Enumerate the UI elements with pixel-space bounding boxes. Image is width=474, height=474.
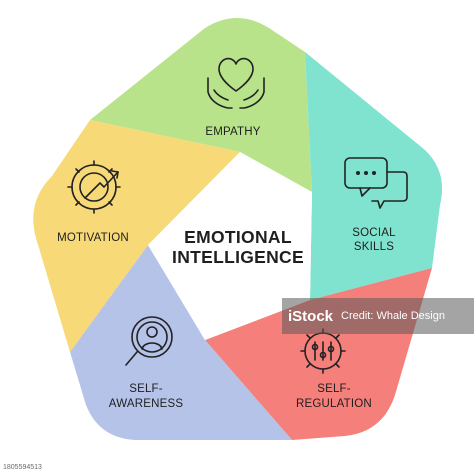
segment-motivation — [33, 120, 240, 352]
chat-bubbles-icon — [344, 157, 408, 209]
center-title-line-2: INTELLIGENCE — [172, 247, 304, 267]
segment-label-social-skills-line-1: SOCIAL — [352, 227, 396, 239]
gear-arrow-icon — [67, 160, 121, 214]
segment-label-self-awareness-line-1: SELF- — [129, 383, 163, 395]
center-title-line-1: EMOTIONAL — [184, 227, 292, 247]
segment-label-self-regulation-line-1: SELF- — [317, 383, 351, 395]
magnifier-person-icon — [125, 316, 173, 366]
segment-label-motivation: MOTIVATION — [57, 232, 129, 244]
watermark-credit: Credit: Whale Design — [341, 310, 445, 322]
segment-label-social-skills-line-2: SKILLS — [354, 241, 394, 253]
stock-id: 1805594513 — [3, 464, 42, 471]
segment-label-self-awareness-line-2: AWARENESS — [109, 398, 184, 410]
segment-empathy — [90, 18, 312, 192]
watermark-logo: iStock — [288, 307, 334, 325]
chat-dot-3 — [372, 171, 376, 175]
heart-in-hands-icon — [207, 57, 265, 109]
chat-dot-2 — [364, 171, 368, 175]
center-pentagon — [148, 152, 312, 340]
segment-social-skills — [305, 52, 443, 300]
segment-label-self-regulation-line-2: REGULATION — [296, 398, 372, 410]
chat-dot-1 — [356, 171, 360, 175]
segment-self-awareness — [70, 245, 292, 440]
stock-watermark: iStock Credit: Whale Design — [282, 298, 474, 334]
segment-label-empathy: EMPATHY — [205, 126, 260, 138]
